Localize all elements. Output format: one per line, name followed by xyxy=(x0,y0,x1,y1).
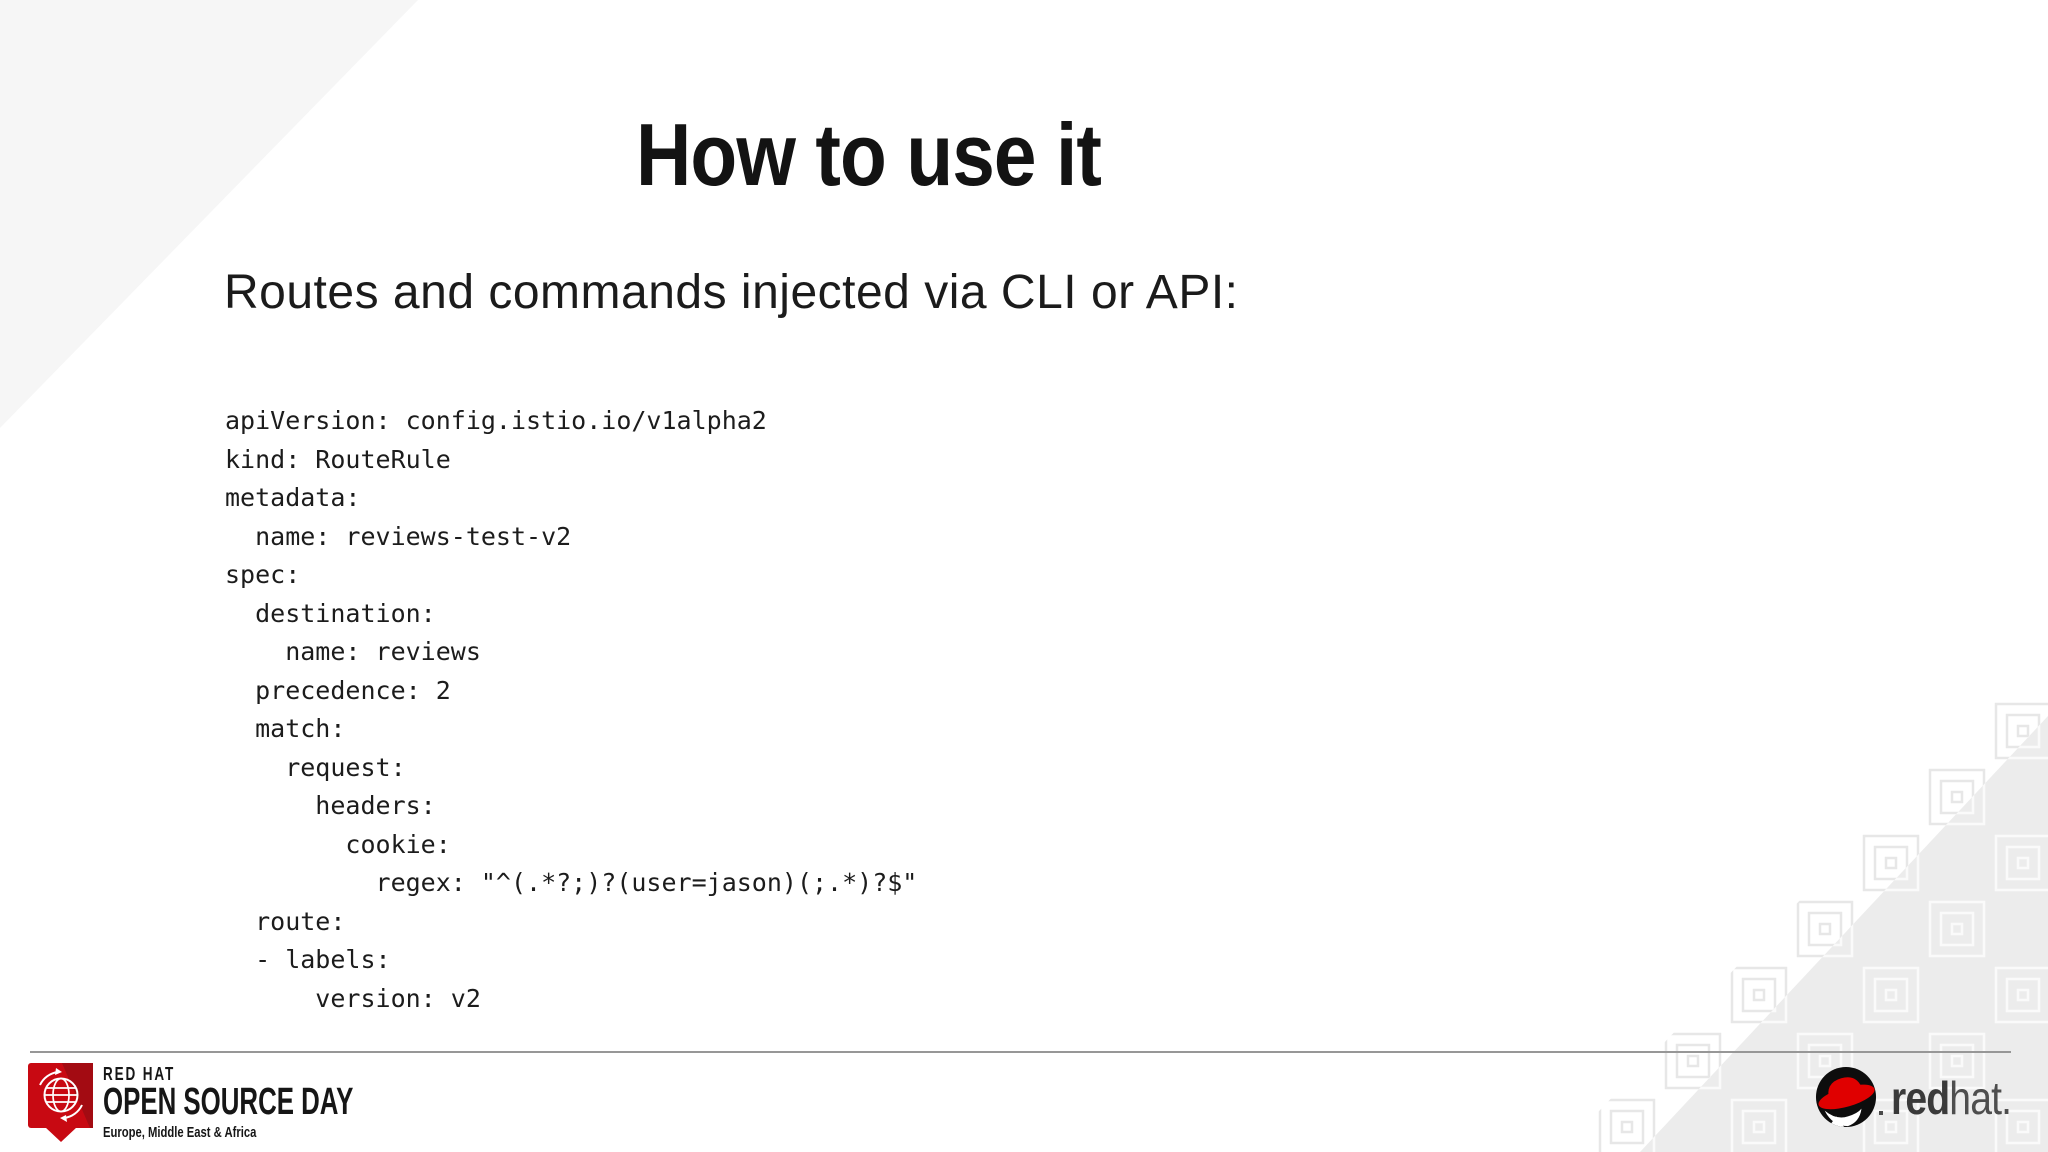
logo-trademark-dot xyxy=(1879,1111,1883,1115)
wordmark-red: red xyxy=(1891,1072,1950,1124)
wordmark-hat: hat. xyxy=(1949,1072,2012,1124)
corner-diagonal-decoration xyxy=(0,0,418,428)
footer-divider xyxy=(30,1051,2011,1053)
slide-subtitle: Routes and commands injected via CLI or … xyxy=(224,266,1239,319)
corner-pattern-decoration xyxy=(1560,640,2048,1152)
redhat-logo: redhat. xyxy=(1815,1066,2045,1132)
redhat-wordmark: redhat. xyxy=(1891,1072,2012,1124)
event-logo: RED HAT OPEN SOURCE DAY Europe, Middle E… xyxy=(28,1063,428,1148)
shadowman-icon xyxy=(1815,1066,1877,1128)
event-region-label: Europe, Middle East & Africa xyxy=(103,1124,257,1141)
yaml-code-block: apiVersion: config.istio.io/v1alpha2 kin… xyxy=(225,406,918,1013)
event-brand-label: RED HAT xyxy=(103,1064,176,1084)
globe-badge-icon xyxy=(28,1063,93,1142)
event-name-label: OPEN SOURCE DAY xyxy=(103,1081,354,1123)
slide-title: How to use it xyxy=(636,104,1102,204)
